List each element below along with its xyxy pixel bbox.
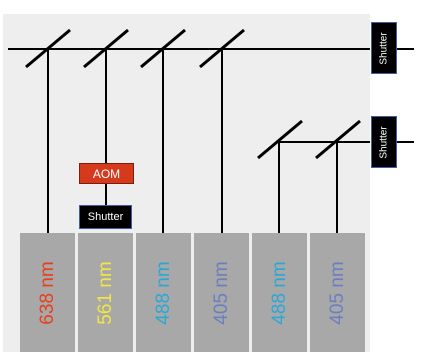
output-shutter-lower: Shutter	[371, 116, 397, 168]
laser-label: 405 nm	[210, 260, 232, 325]
laser-source: 488 nm	[252, 233, 307, 352]
mirror-4	[199, 28, 245, 69]
output-shutter-lower-label: Shutter	[378, 125, 390, 159]
laser-label: 638 nm	[36, 260, 58, 325]
output-shutter-top-label: Shutter	[378, 31, 390, 65]
aom-modulator: AOM	[79, 163, 134, 184]
mirror-3	[140, 28, 186, 69]
laser-shutter: Shutter	[79, 205, 132, 229]
mirror-6	[315, 119, 361, 160]
laser-label: 488 nm	[152, 260, 174, 325]
mirror-1	[25, 28, 71, 69]
mirror-2	[83, 28, 129, 69]
laser-source: 405 nm	[310, 233, 365, 352]
laser-source: 561 nm	[78, 233, 133, 352]
laser-source: 405 nm	[194, 233, 249, 352]
laser-label: 405 nm	[326, 260, 348, 325]
aom-label: AOM	[92, 166, 121, 181]
laser-label: 561 nm	[94, 260, 116, 325]
mirror-5	[257, 119, 303, 160]
laser-source: 488 nm	[136, 233, 191, 352]
laser-label: 488 nm	[268, 260, 290, 325]
laser-source: 638 nm	[20, 233, 75, 352]
output-shutter-top: Shutter	[371, 22, 397, 74]
laser-shutter-label: Shutter	[87, 211, 124, 223]
